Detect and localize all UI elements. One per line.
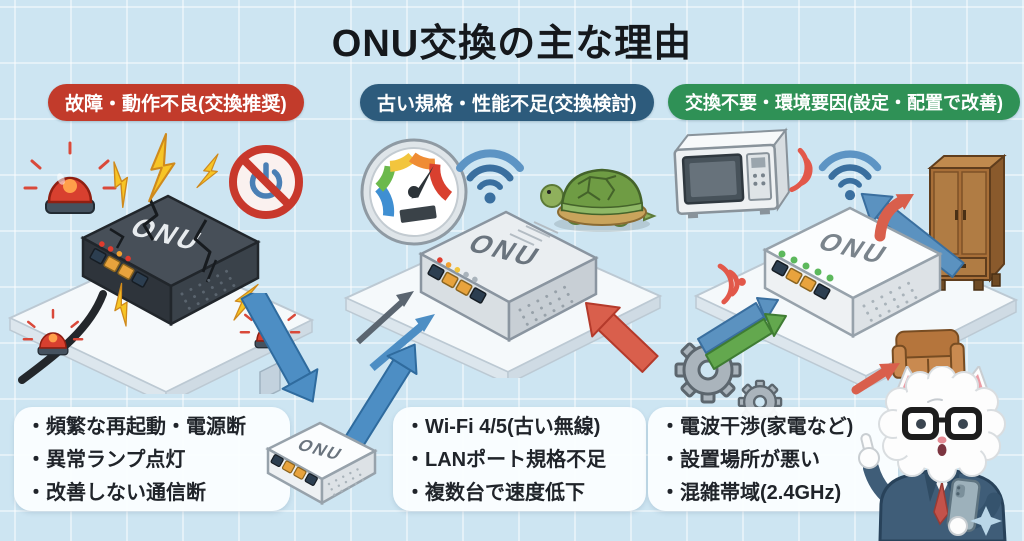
header-environment: 交換不要・環境要因(設定・配置で改善) [668, 84, 1020, 120]
lightning-bolt-icon [114, 282, 128, 327]
wifi-icon [818, 150, 882, 201]
illustration-environment: ONU [673, 127, 1019, 418]
upgrade-arrow-navy [355, 291, 414, 345]
lan-ports [771, 260, 831, 300]
crack [205, 259, 218, 283]
improve-arrow-blue [697, 297, 779, 354]
note-line: ・複数台で速度低下 [405, 482, 585, 504]
replacement-flow: ONU [240, 293, 418, 506]
header-outdated: 古い規格・性能不足(交換検討) [360, 84, 654, 121]
sparkle-icon [970, 506, 1002, 536]
no-power-icon [229, 145, 303, 219]
vent-dots [862, 281, 918, 322]
interference-waves-icon [717, 263, 746, 305]
header-outdated-label: 古い規格・性能不足(交換検討) [377, 94, 637, 115]
speedometer-icon [360, 138, 468, 246]
notes-outdated: ・Wi-Fi 4/5(古い無線) ・LANポート規格不足 ・複数台で速度低下 [393, 407, 646, 511]
note-line: ・異常ランプ点灯 [26, 449, 186, 471]
vent-dots [518, 285, 574, 326]
illustration-failure: ONU [8, 132, 315, 394]
vent-dots [180, 269, 236, 310]
lightning-bolt-icon [113, 161, 129, 209]
microwave-icon [673, 127, 790, 219]
blue-arrow-down [240, 293, 319, 403]
paw-on-phone [948, 516, 968, 536]
note-line: ・電波干渉(家電など) [660, 416, 854, 438]
move-arrow-blue [860, 192, 965, 278]
improve-arrow-green [705, 313, 787, 370]
wardrobe-icon [927, 153, 1007, 291]
fluffy-head [878, 366, 1006, 483]
small-red-arrow [851, 363, 900, 395]
white-onu-device: ONU [762, 206, 943, 339]
status-lights-green [778, 250, 834, 282]
new-onu-device: ONU [265, 421, 378, 506]
note-line: ・LANポート規格不足 [405, 449, 607, 471]
turtle-icon [540, 168, 657, 232]
lan-ports [89, 241, 149, 288]
lightning-bolt-icon [196, 153, 219, 189]
relocate-arrow-red-curved [874, 194, 914, 242]
crack [109, 227, 125, 249]
header-failure: 故障・動作不良(交換推奨) [48, 84, 304, 121]
note-line: ・改善しない通信断 [26, 482, 206, 504]
cracked-onu-device: ONU [80, 194, 261, 327]
note-line: ・混雑帯域(2.4GHz) [660, 482, 842, 504]
mascot-cat [858, 366, 1007, 541]
wifi-icon [456, 149, 524, 204]
notes-failure: ・頻繁な再起動・電源断 ・異常ランプ点灯 ・改善しない通信断 [14, 407, 290, 511]
alarm-siren-icon [22, 308, 84, 356]
lan-ports [270, 454, 318, 486]
power-cable [18, 290, 107, 384]
crack [193, 219, 212, 273]
cat-face [916, 398, 968, 456]
vent-dots [327, 468, 365, 496]
notes-environment: ・電波干渉(家電など) ・設置場所が悪い ・混雑帯域(2.4GHz) [648, 407, 898, 511]
alarm-siren-icon [23, 141, 117, 214]
illustration-outdated: ONU [343, 138, 663, 378]
vent-lines [509, 221, 559, 246]
lan-ports [427, 257, 487, 304]
crack [142, 198, 159, 241]
header-environment-label: 交換不要・環境要因(設定・配置で改善) [685, 93, 1003, 113]
note-line: ・頻繁な再起動・電源断 [26, 416, 246, 438]
header-failure-label: 故障・動作不良(交換推奨) [65, 94, 287, 115]
note-line: ・Wi-Fi 4/5(古い無線) [405, 416, 601, 438]
gray-onu-device: ONU [418, 210, 599, 343]
interference-waves-icon [789, 147, 813, 193]
red-arrow [585, 302, 659, 373]
upgrade-arrow-blue [369, 314, 435, 372]
note-line: ・設置場所が悪い [660, 449, 820, 471]
lightning-bolt-icon [148, 132, 176, 203]
page-title: ONU交換の主な理由 [331, 23, 693, 65]
